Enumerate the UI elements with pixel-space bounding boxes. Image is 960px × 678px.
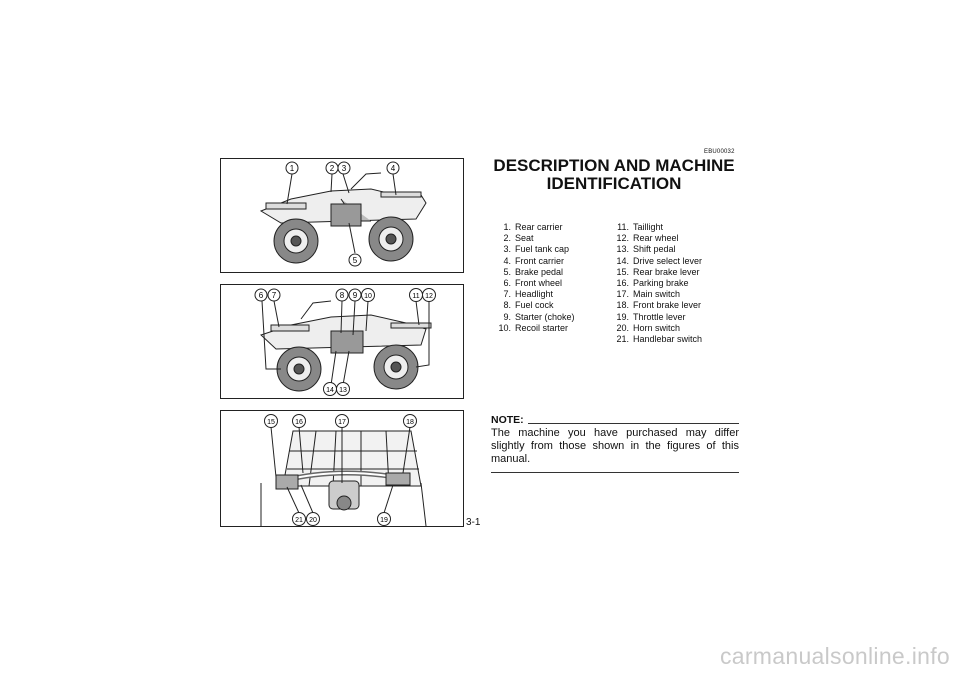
callouts-fig3: 15 16 17 18 19 20 [264,414,417,526]
svg-text:3: 3 [342,164,347,173]
svg-text:2: 2 [330,164,335,173]
callouts-fig2: 6 7 8 9 10 11 [254,288,436,396]
callout-6: 6 [254,288,268,302]
svg-text:20: 20 [309,517,317,524]
svg-text:4: 4 [391,164,396,173]
callout-3: 3 [337,161,351,175]
svg-text:18: 18 [406,419,414,426]
page-number: 3-1 [466,517,481,528]
parts-list-left: 1.Rear carrier 2.Seat 3.Fuel tank cap 4.… [493,222,575,334]
callout-12: 12 [422,288,436,302]
svg-text:19: 19 [380,517,388,524]
part-item-9: 9.Starter (choke) [503,311,575,322]
svg-text:13: 13 [339,387,347,394]
callout-14: 14 [323,382,337,396]
callouts-fig1: 1 2 3 4 5 [285,161,400,267]
callout-15: 15 [264,414,278,428]
part-item-18: 18.Front brake lever [616,300,702,311]
handlebar-illustration: 15 16 17 18 19 20 [260,414,427,526]
callout-9: 9 [348,288,362,302]
part-item-7: 7.Headlight [503,289,554,300]
document-code: EBU00032 [704,149,735,155]
part-item-11: 11.Taillight [617,222,664,232]
section-title-line-2: IDENTIFICATION [546,174,682,193]
note-block: NOTE: The machine you have purchased may… [491,414,739,473]
note-heading: NOTE: [491,414,524,426]
callout-4: 4 [386,161,400,175]
parts-list-right: 11.Taillight 12.Rear wheel 13.Shift peda… [611,222,702,345]
part-item-13: 13.Shift pedal [616,244,676,255]
svg-text:6: 6 [259,291,264,300]
part-item-14: 14.Drive select lever [616,255,703,266]
part-item-15: 15.Rear brake lever [616,266,700,277]
atv-left-side-illustration: 1 2 3 4 5 [259,161,427,267]
figure-atv-right-side: 6 7 8 9 10 11 [220,284,464,399]
part-item-3: 3.Fuel tank cap [503,244,570,255]
svg-text:8: 8 [340,291,345,300]
part-item-20: 20.Horn switch [616,322,681,333]
part-item-16: 16.Parking brake [616,278,689,289]
callout-13: 13 [336,382,350,396]
callout-18: 18 [403,414,417,428]
svg-text:1: 1 [290,164,295,173]
svg-text:15: 15 [267,419,275,426]
svg-text:7: 7 [272,291,277,300]
svg-text:12: 12 [425,293,433,300]
callout-21: 21 [292,512,306,526]
callout-20: 20 [306,512,320,526]
part-item-1: 1.Rear carrier [503,222,563,232]
callout-17: 17 [335,414,349,428]
atv-right-side-illustration: 6 7 8 9 10 11 [254,288,436,396]
note-text: The machine you have purchased may diffe… [491,427,739,465]
part-item-17: 17.Main switch [616,289,681,300]
part-item-19: 19.Throttle lever [616,311,686,322]
note-heading-row: NOTE: [491,414,739,426]
section-title-line-1: DESCRIPTION AND MACHINE [493,156,735,175]
svg-text:11: 11 [412,293,419,300]
callout-10: 10 [361,288,375,302]
section-title: DESCRIPTION AND MACHINE IDENTIFICATION [490,157,738,193]
svg-text:17: 17 [338,419,346,426]
callout-16: 16 [292,414,306,428]
callout-5: 5 [348,253,362,267]
callout-8: 8 [335,288,349,302]
callout-2: 2 [325,161,339,175]
callout-7: 7 [267,288,281,302]
part-item-4: 4.Front carrier [503,255,565,266]
svg-text:14: 14 [326,387,334,394]
figure-atv-left-side: 1 2 3 4 5 [220,158,464,273]
part-item-6: 6.Front wheel [503,278,563,289]
part-item-10: 10.Recoil starter [498,322,569,333]
svg-text:16: 16 [295,419,303,426]
part-item-8: 8.Fuel cock [503,300,554,311]
svg-text:5: 5 [353,256,358,265]
part-item-2: 2.Seat [503,233,534,244]
figure-handlebar-view: 15 16 17 18 19 20 [220,410,464,527]
watermark: carmanualsonline.info [719,643,950,669]
note-rule-top [527,423,739,424]
svg-text:9: 9 [353,291,358,300]
part-item-12: 12.Rear wheel [616,233,679,244]
callout-1: 1 [285,161,299,175]
svg-text:21: 21 [295,517,303,524]
callout-11: 11 [409,288,423,302]
note-rule-bottom [491,472,739,473]
callout-19: 19 [377,512,391,526]
part-item-21: 21.Handlebar switch [616,334,703,345]
svg-text:10: 10 [364,293,372,300]
part-item-5: 5.Brake pedal [503,266,564,277]
